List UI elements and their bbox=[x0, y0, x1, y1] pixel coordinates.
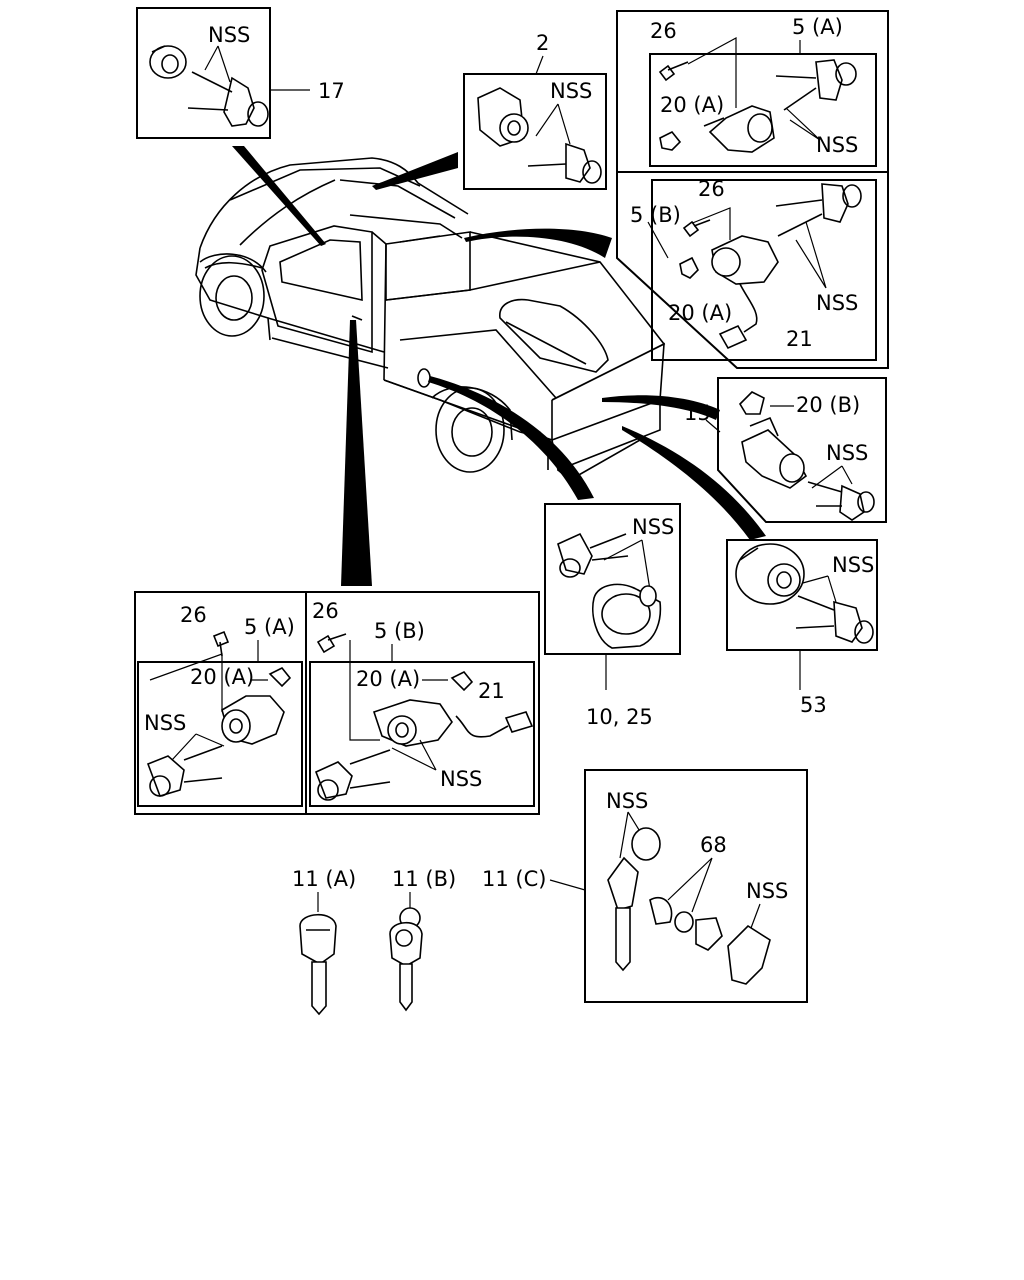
label-68: 68 bbox=[700, 833, 727, 857]
label-21: 21 bbox=[478, 679, 505, 703]
bolt-icon bbox=[682, 219, 711, 238]
label-nss: NSS bbox=[632, 515, 674, 539]
wedge-1025 bbox=[428, 376, 594, 500]
clip-icon bbox=[738, 391, 765, 415]
label-26: 26 bbox=[312, 599, 339, 623]
switch-icon bbox=[268, 666, 292, 688]
bolt-icon bbox=[658, 61, 689, 82]
wedge-53 bbox=[622, 426, 766, 540]
label-nss: NSS bbox=[816, 291, 858, 315]
bolt-icon bbox=[316, 633, 347, 654]
wedge-5b bbox=[464, 228, 612, 258]
lock-assembly-icon bbox=[372, 699, 509, 747]
label-nss: NSS bbox=[746, 879, 788, 903]
panel-15-tailgate-lock: 15 20 (B) NSS bbox=[684, 377, 887, 523]
panel-bottom-door-locks: 26 5 (A) 20 (A) NSS 26 5 (B) 20 (A) bbox=[134, 591, 540, 815]
label-nss: NSS bbox=[550, 79, 592, 103]
label-26: 26 bbox=[650, 19, 677, 43]
ignition-cylinder-icon bbox=[477, 87, 529, 147]
key-icon bbox=[795, 595, 874, 644]
lock-cylinder-icon bbox=[149, 45, 187, 79]
label-nss: NSS bbox=[208, 23, 250, 47]
label-nss: NSS bbox=[826, 441, 868, 465]
label-20a: 20 (A) bbox=[660, 93, 724, 117]
panel-17-door-lock-cylinder: NSS 17 bbox=[136, 7, 345, 139]
key-cover-part-icon bbox=[674, 911, 694, 933]
panel-11c-key-kit: 11 (C) NSS 68 NSS bbox=[482, 769, 808, 1003]
key-icon bbox=[146, 745, 223, 797]
callout-53: 53 bbox=[800, 693, 827, 717]
label-5b: 5 (B) bbox=[374, 619, 425, 643]
wedge-2 bbox=[372, 152, 458, 190]
key-cover-part-icon bbox=[695, 917, 723, 951]
key-blank-icon bbox=[607, 856, 639, 972]
key-icon bbox=[775, 59, 857, 111]
label-nss: NSS bbox=[832, 553, 874, 577]
callout-11a: 11 (A) bbox=[292, 867, 356, 891]
label-5a: 5 (A) bbox=[244, 615, 295, 639]
panel-10-25-fuel-lid-lock: NSS 10, 25 bbox=[544, 503, 681, 729]
callout-11c: 11 (C) bbox=[482, 867, 546, 891]
panel-2-ignition-lock: 2 NSS bbox=[463, 31, 607, 190]
label-nss: NSS bbox=[816, 133, 858, 157]
key-icon bbox=[557, 532, 629, 578]
switch-icon bbox=[450, 670, 474, 692]
key-icon bbox=[314, 749, 391, 801]
connector-icon bbox=[504, 711, 534, 733]
wedge-bottom bbox=[341, 320, 372, 586]
key-shell-icon bbox=[727, 924, 771, 985]
key-ring-icon bbox=[631, 827, 661, 861]
panel-53-lock-cylinder: NSS 53 bbox=[726, 539, 878, 717]
pickup-truck-illustration bbox=[195, 157, 666, 481]
key-icon bbox=[527, 142, 602, 184]
lock-assembly-icon bbox=[703, 105, 775, 153]
lock-cylinder-icon bbox=[735, 543, 805, 605]
tailgate-lock-icon bbox=[741, 416, 808, 489]
panel-5b-door-lock-assembly: 26 5 (B) 20 (A) 21 NSS bbox=[616, 171, 889, 369]
switch-icon bbox=[659, 130, 682, 151]
label-26: 26 bbox=[180, 603, 207, 627]
switch-icon bbox=[679, 256, 699, 279]
wedge-17 bbox=[232, 146, 326, 246]
key-icon bbox=[775, 183, 862, 237]
bolt-icon bbox=[212, 630, 230, 657]
label-20b: 20 (B) bbox=[796, 393, 860, 417]
callout-17: 17 bbox=[318, 79, 345, 103]
label-20a: 20 (A) bbox=[668, 301, 732, 325]
label-26: 26 bbox=[698, 177, 725, 201]
wedge-15 bbox=[602, 395, 720, 420]
label-nss: NSS bbox=[440, 767, 482, 791]
label-nss: NSS bbox=[606, 789, 648, 813]
label-5a: 5 (A) bbox=[792, 15, 843, 39]
callout-10-25: 10, 25 bbox=[586, 705, 653, 729]
label-nss: NSS bbox=[144, 711, 186, 735]
callout-2: 2 bbox=[536, 31, 549, 55]
label-20a: 20 (A) bbox=[356, 667, 420, 691]
label-21: 21 bbox=[786, 327, 813, 351]
key-cover-part-icon bbox=[649, 897, 673, 925]
lock-assembly-icon bbox=[711, 235, 779, 333]
callout-11b: 11 (B) bbox=[392, 867, 456, 891]
panel-5a-door-lock-assembly: 26 5 (A) 20 (A) NSS bbox=[616, 10, 889, 173]
callout-wedges bbox=[232, 146, 766, 586]
key-icon bbox=[187, 71, 269, 127]
label-5b: 5 (B) bbox=[630, 203, 681, 227]
lock-assembly-icon bbox=[221, 695, 285, 745]
fuel-lock-cylinder-icon bbox=[592, 583, 662, 649]
connector-icon bbox=[718, 324, 748, 350]
key-icon bbox=[807, 481, 875, 521]
key-11b: 11 (B) bbox=[389, 867, 456, 1012]
key-11a: 11 (A) bbox=[292, 867, 356, 1016]
